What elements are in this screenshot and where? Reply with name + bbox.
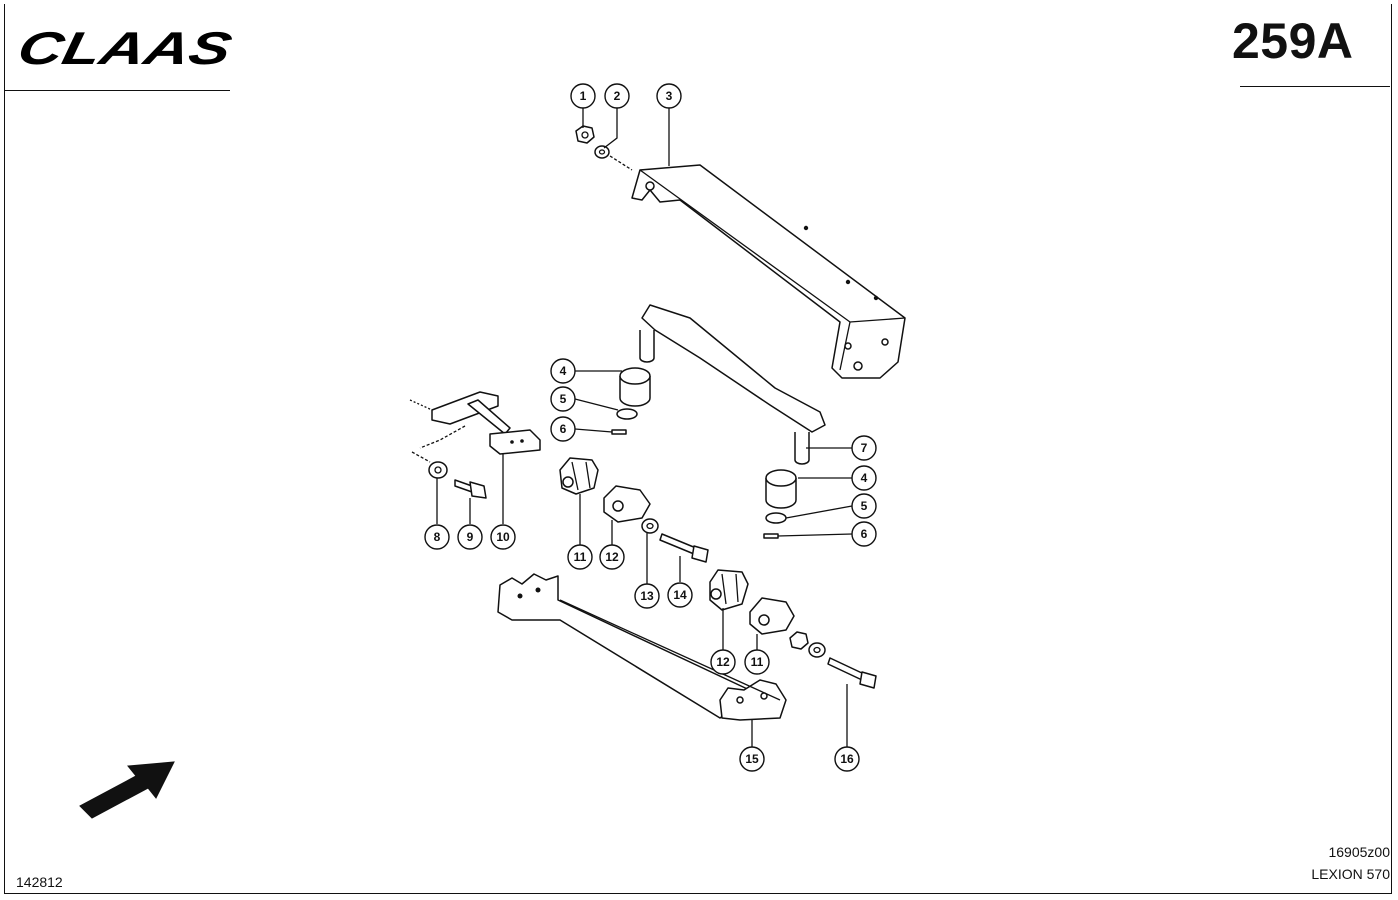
part-10-cross-member [409,391,541,463]
callout-4-lower: 4 [851,465,877,491]
svg-text:11: 11 [751,655,764,669]
part-4-rubber-bush-lower [765,469,797,509]
part-2-washer [594,145,610,159]
svg-text:16: 16 [840,752,854,766]
svg-text:5: 5 [560,392,567,406]
svg-text:1: 1 [580,89,587,103]
callout-8: 8 [424,524,450,550]
part-3-upper-bracket [631,164,906,379]
callout-12-right: 12 [710,649,736,675]
callout-11-left: 11 [567,544,593,570]
svg-text:11: 11 [574,550,587,564]
callout-3: 3 [656,83,682,109]
callout-6-upper: 6 [550,416,576,442]
page-number: 259A [1232,13,1354,69]
part-16-bolt [827,657,877,689]
svg-text:4: 4 [861,471,868,485]
part-12-clamp-right [749,597,795,635]
callout-6-lower: 6 [851,521,877,547]
callout-15: 15 [739,746,765,772]
drawing-frame [4,4,1392,894]
callout-2: 2 [604,83,630,109]
part-11-clamp-right [709,569,749,611]
svg-text:13: 13 [640,589,654,603]
part-12-clamp-left [603,485,651,523]
part-15-lower-bracket [497,573,787,721]
header-rule-right [1240,86,1390,87]
svg-text:12: 12 [605,550,619,564]
claas-logo: CLAAS [16,24,236,70]
part-6-pin-lower [763,533,779,539]
svg-text:6: 6 [861,527,868,541]
part-washer-right [808,642,826,658]
part-5-ring-lower [765,512,787,524]
model-name: LEXION 570 [1311,866,1390,882]
svg-text:8: 8 [434,530,441,544]
document-number: 142812 [16,874,63,890]
callout-9: 9 [457,524,483,550]
svg-text:4: 4 [560,364,567,378]
callout-4-upper: 4 [550,358,576,384]
svg-text:7: 7 [861,441,868,455]
callout-5-upper: 5 [550,386,576,412]
part-4-rubber-bush-upper [619,367,651,407]
svg-text:3: 3 [666,89,673,103]
svg-text:6: 6 [560,422,567,436]
part-11-clamp-left [559,457,599,495]
svg-text:2: 2 [614,89,621,103]
part-nut-right [789,631,809,650]
callout-10: 10 [490,524,516,550]
callout-11-right: 11 [744,649,770,675]
header-rule-left [4,90,230,91]
reference-code: 16905z00 [1328,844,1390,860]
part-7-link-arm [639,304,826,465]
svg-text:10: 10 [496,530,510,544]
leader-lines [436,108,853,747]
callout-12-left: 12 [599,544,625,570]
svg-text:5: 5 [861,499,868,513]
callout-14: 14 [667,582,693,608]
brand-logo-text: CLAAS [16,24,236,70]
arrow-up-right-icon [79,761,175,819]
svg-text:12: 12 [716,655,730,669]
part-9-bolt [454,479,487,499]
part-13-nut [641,518,659,534]
callout-5-lower: 5 [851,493,877,519]
part-5-ring-upper [616,408,638,420]
svg-text:9: 9 [467,530,474,544]
callout-7: 7 [851,435,877,461]
callout-13: 13 [634,583,660,609]
part-1-nut [575,125,595,144]
part-8-washer [428,461,448,479]
part-14-bolt [659,533,709,563]
callout-16: 16 [834,746,860,772]
svg-text:15: 15 [745,752,759,766]
svg-text:14: 14 [673,588,687,602]
part-6-pin-upper [611,429,627,435]
callout-1: 1 [570,83,596,109]
